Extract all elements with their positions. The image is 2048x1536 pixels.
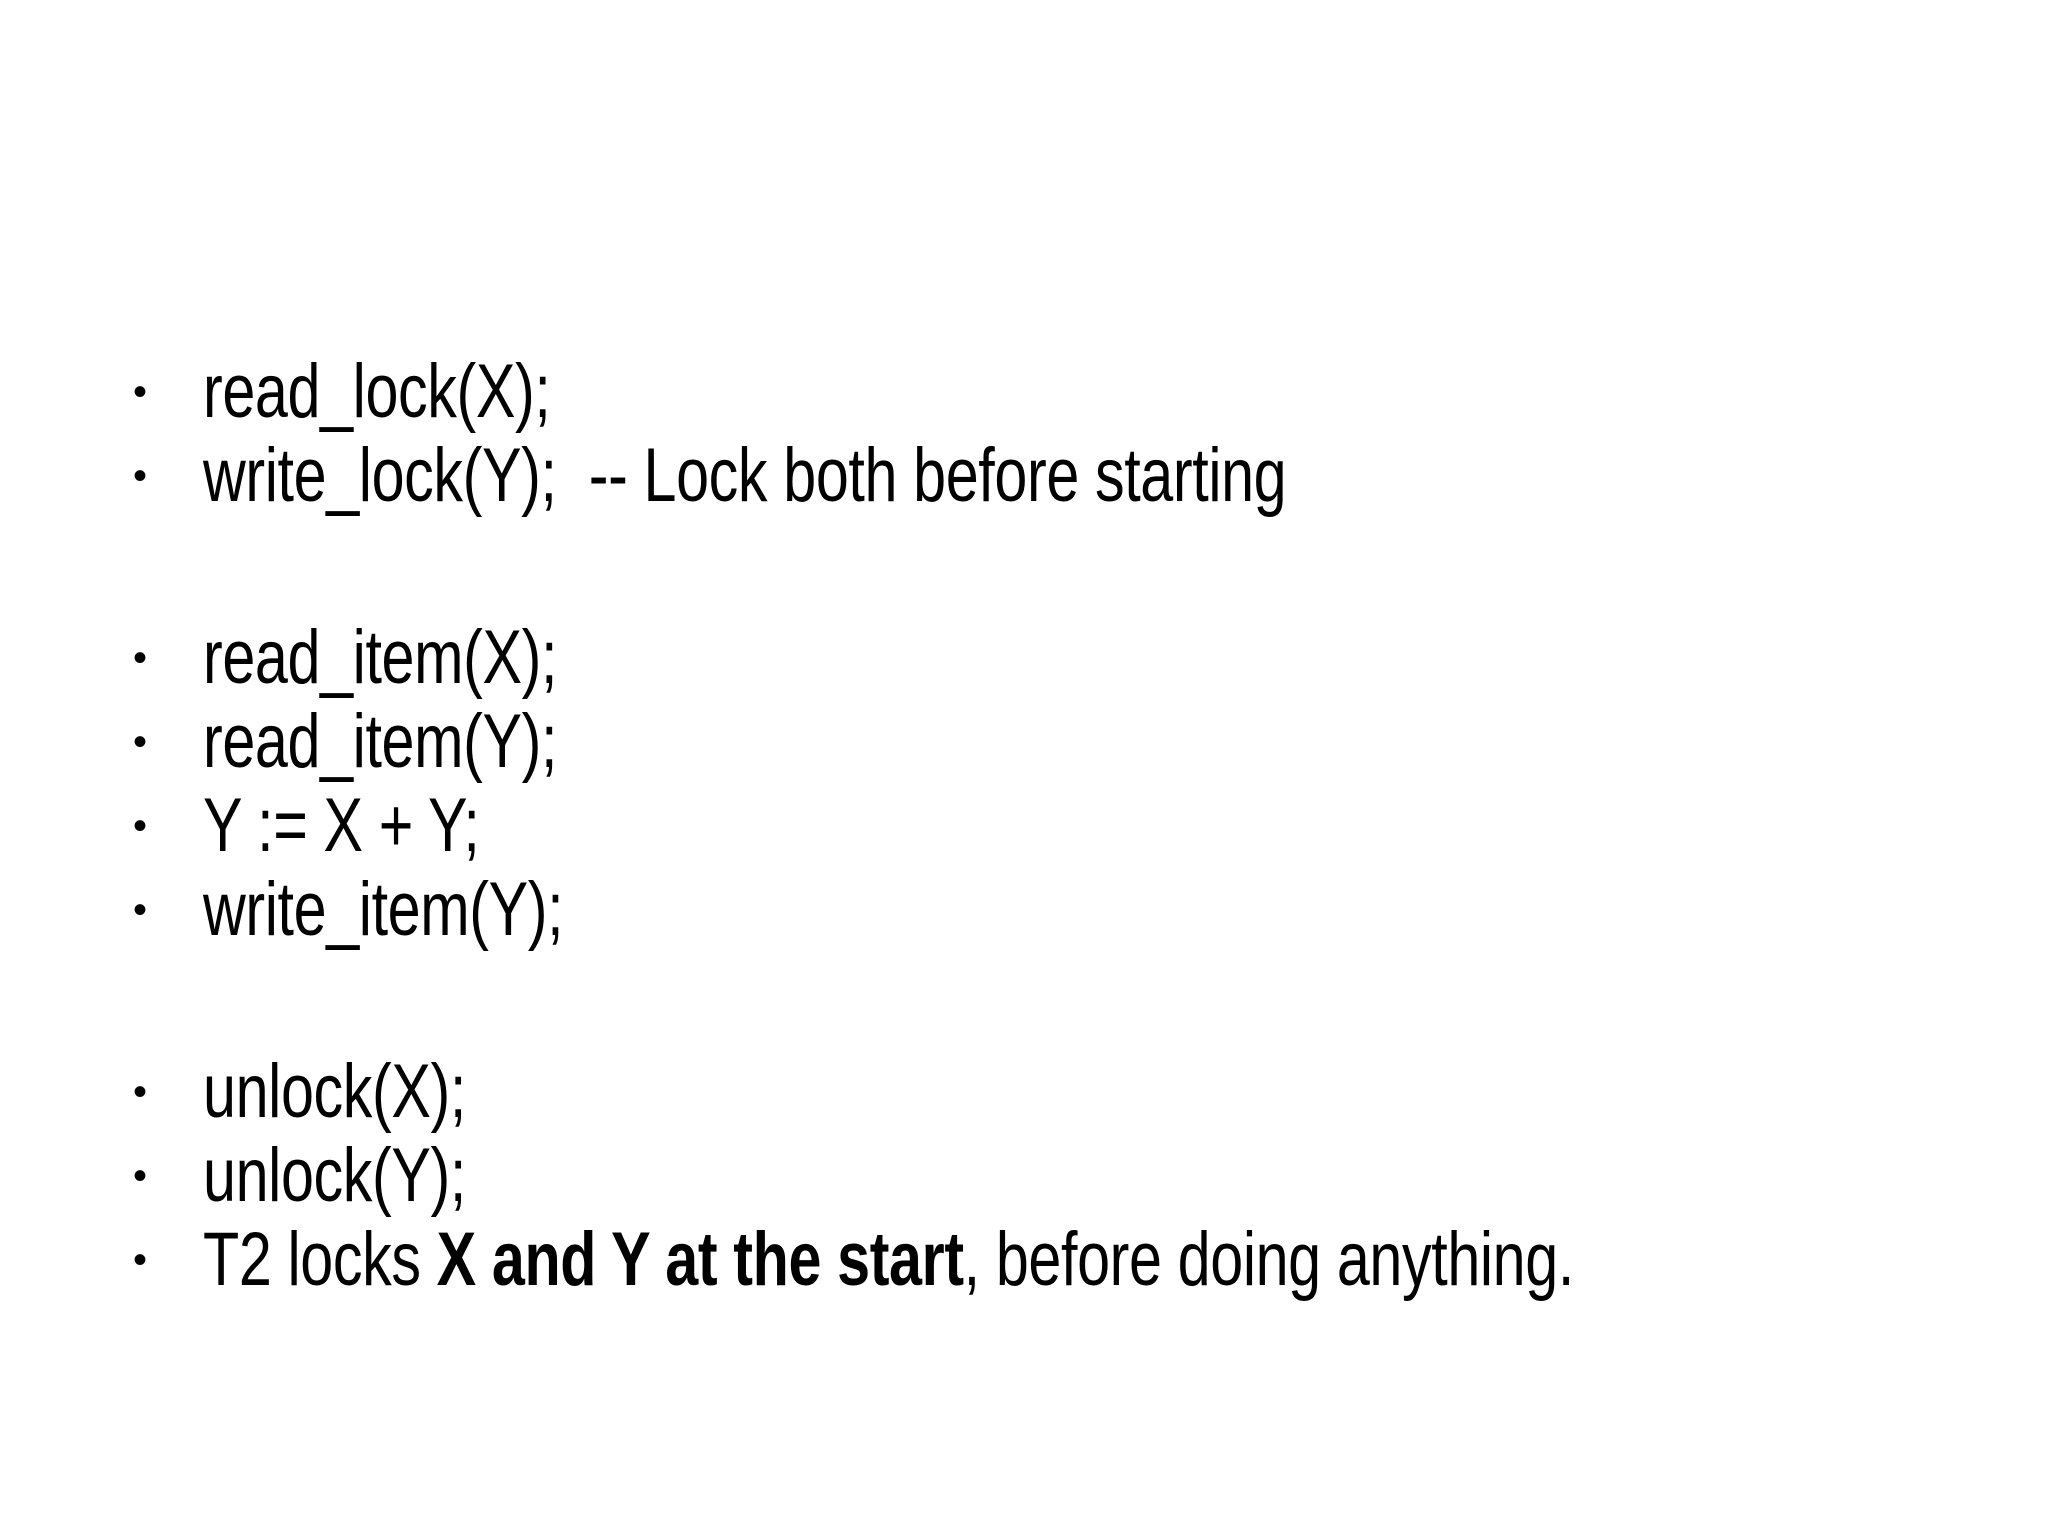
bullet-list: • read_lock(X); • write_lock(Y); -- Lock bo… [133, 350, 1961, 1302]
text-segment: unlock(X); [203, 1049, 466, 1134]
bullet-item: • read_item(Y); [133, 700, 1961, 784]
text-segment: Y := X + Y; [203, 783, 480, 868]
text-segment: read_item(Y); [203, 699, 558, 784]
text-segment: , before doing anything. [963, 1217, 1575, 1302]
text-segment: X and Y at the start [436, 1217, 964, 1302]
bullet-item: • Y := X + Y; [133, 784, 1961, 868]
bullet-text: unlock(Y); [203, 1134, 466, 1218]
bullet-text: write_item(Y); [203, 867, 564, 952]
bullet-marker-icon: • [133, 720, 148, 764]
bullet-marker-icon: • [133, 1238, 148, 1282]
bullet-item: • read_lock(X); [133, 350, 1961, 434]
bullet-marker-icon: • [133, 888, 148, 932]
bullet-item: • T2 locks X and Y at the start, before d… [133, 1218, 1961, 1302]
bullet-text: read_item(Y); [203, 700, 557, 784]
bullet-item: • write_item(Y); [133, 868, 1961, 952]
bullet-group: • read_item(X); • read_item(Y); • Y := X + Y;… [133, 616, 1961, 952]
bullet-text: unlock(X); [203, 1050, 466, 1134]
bullet-item: • unlock(X); [133, 1050, 1961, 1134]
bullet-marker-icon: • [133, 804, 148, 848]
text-segment: unlock(Y); [203, 1133, 466, 1218]
text-segment: write_item(Y); [203, 867, 564, 952]
bullet-marker-icon: • [133, 454, 148, 498]
bullet-text: read_lock(X); [203, 349, 551, 434]
bullet-marker-icon: • [133, 1070, 148, 1114]
bullet-marker-icon: • [133, 636, 148, 680]
bullet-marker-icon: • [133, 1154, 148, 1198]
text-segment: read_lock(X); [203, 349, 551, 434]
bullet-marker-icon: • [133, 370, 148, 414]
bullet-item: • read_item(X); [133, 616, 1961, 700]
bullet-text: write_lock(Y); -- Lock both before start… [203, 433, 1287, 518]
bullet-item: • unlock(Y); [133, 1134, 1961, 1218]
bullet-group: • read_lock(X); • write_lock(Y); -- Lock bo… [133, 350, 1961, 518]
text-segment: T2 locks [203, 1217, 437, 1302]
bullet-group: • unlock(X); • unlock(Y); • T2 locks X and Y … [133, 1050, 1961, 1302]
text-segment: write_lock(Y); -- Lock both before start… [203, 433, 1287, 518]
text-segment: read_item(X); [203, 615, 558, 700]
bullet-text: Y := X + Y; [203, 783, 480, 868]
bullet-text: T2 locks X and Y at the start, before do… [203, 1218, 1574, 1302]
bullet-item: • write_lock(Y); -- Lock both before star… [133, 434, 1961, 518]
bullet-text: read_item(X); [203, 616, 557, 700]
